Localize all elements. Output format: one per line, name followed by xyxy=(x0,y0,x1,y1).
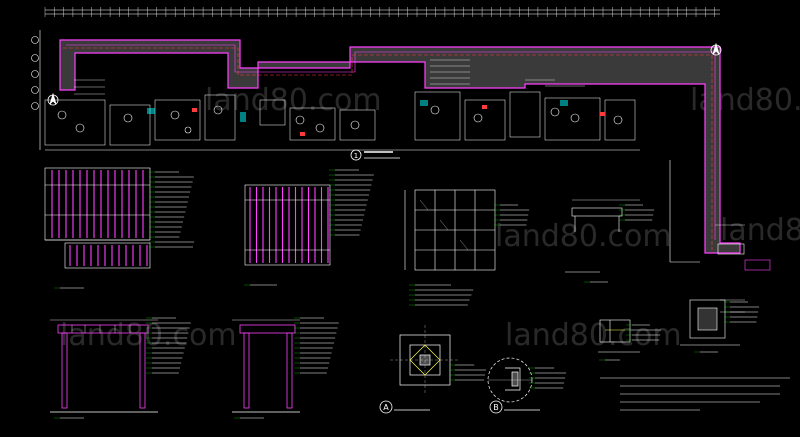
top-dimension-ticks xyxy=(44,7,715,17)
section-detail-2 xyxy=(680,299,745,346)
corridor-axis-line xyxy=(63,47,713,250)
section-marker-icon xyxy=(350,149,362,161)
left-grid-bubbles xyxy=(31,30,41,150)
main-plan-number: 1 xyxy=(354,152,358,160)
trellis-elevation-left xyxy=(50,319,158,413)
room-furniture xyxy=(57,105,623,134)
watermark-text: land80.com xyxy=(720,213,800,248)
section-detail-1 xyxy=(598,319,640,353)
detail-b-connection xyxy=(487,357,533,403)
detail-b-letter: B xyxy=(493,403,499,412)
watermark-text: land80.com xyxy=(495,219,672,254)
detail-a-column-base xyxy=(390,325,460,395)
watermark-text: land80.com xyxy=(60,318,237,353)
watermark-layer: land80.com land80.com land80.com land80.… xyxy=(60,83,800,353)
detail-a-title: A xyxy=(379,400,430,414)
notes-block xyxy=(600,377,790,411)
grid-bubble-icon xyxy=(31,54,39,62)
plan-red-accents xyxy=(192,105,605,136)
trellis-elevation-right xyxy=(232,319,300,413)
corridor-band xyxy=(59,39,741,254)
section-marker-icon xyxy=(379,400,393,414)
main-plan-title: 1 xyxy=(350,149,400,161)
trellis-top-plan-left xyxy=(44,167,151,269)
grid-bubble-icon xyxy=(31,70,39,78)
north-arrow-icon xyxy=(47,92,59,106)
watermark-text: land80.com xyxy=(205,83,382,118)
trellis-top-plan-right xyxy=(244,184,331,266)
corridor-end-detail xyxy=(717,243,745,255)
plan-callouts xyxy=(74,59,745,226)
detail-a-letter: A xyxy=(383,403,389,412)
section-detail-small xyxy=(565,199,640,273)
grid-bubble-icon xyxy=(31,36,39,44)
detail-b-title: B xyxy=(489,400,540,414)
grid-bubble-icon xyxy=(31,86,39,94)
north-arrow-icon xyxy=(710,42,722,56)
room-hatch-accents xyxy=(147,100,568,122)
annotation-leaders xyxy=(54,169,760,419)
watermark-text: land80.com xyxy=(505,318,682,353)
top-dimension-lines xyxy=(45,9,720,15)
section-marker-icon xyxy=(489,400,503,414)
adjacent-building-plans xyxy=(44,91,640,151)
grid-bubble-icon xyxy=(31,102,39,110)
glass-roof-grid xyxy=(404,189,496,271)
